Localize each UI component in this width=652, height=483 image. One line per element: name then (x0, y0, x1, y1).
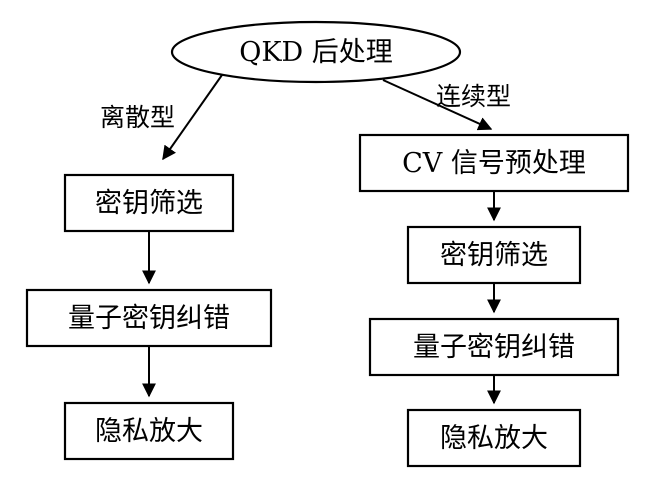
edge-label-discrete: 离散型 (100, 103, 175, 132)
continuous-step-2-label: 密钥筛选 (440, 240, 548, 271)
continuous-step-1-label: CV 信号预处理 (402, 148, 586, 179)
continuous-step-3-label: 量子密钥纠错 (413, 332, 575, 363)
root-label: QKD 后处理 (239, 37, 393, 68)
discrete-step-2: 量子密钥纠错 (25, 288, 273, 348)
edge-root-to-continuous (382, 79, 493, 131)
discrete-step-1: 密钥筛选 (63, 173, 235, 233)
edge-root-to-discrete (162, 74, 223, 161)
continuous-step-2: 密钥筛选 (406, 225, 582, 285)
discrete-step-2-label: 量子密钥纠错 (68, 303, 230, 334)
continuous-step-4: 隐私放大 (406, 408, 582, 468)
continuous-step-4-label: 隐私放大 (440, 423, 548, 454)
discrete-step-1-label: 密钥筛选 (95, 188, 203, 219)
root-node: QKD 后处理 (170, 20, 462, 84)
continuous-step-3: 量子密钥纠错 (368, 317, 620, 377)
edge-label-continuous: 连续型 (436, 82, 511, 111)
discrete-step-3: 隐私放大 (63, 401, 235, 461)
continuous-step-1: CV 信号预处理 (358, 133, 630, 193)
discrete-step-3-label: 隐私放大 (95, 416, 203, 447)
